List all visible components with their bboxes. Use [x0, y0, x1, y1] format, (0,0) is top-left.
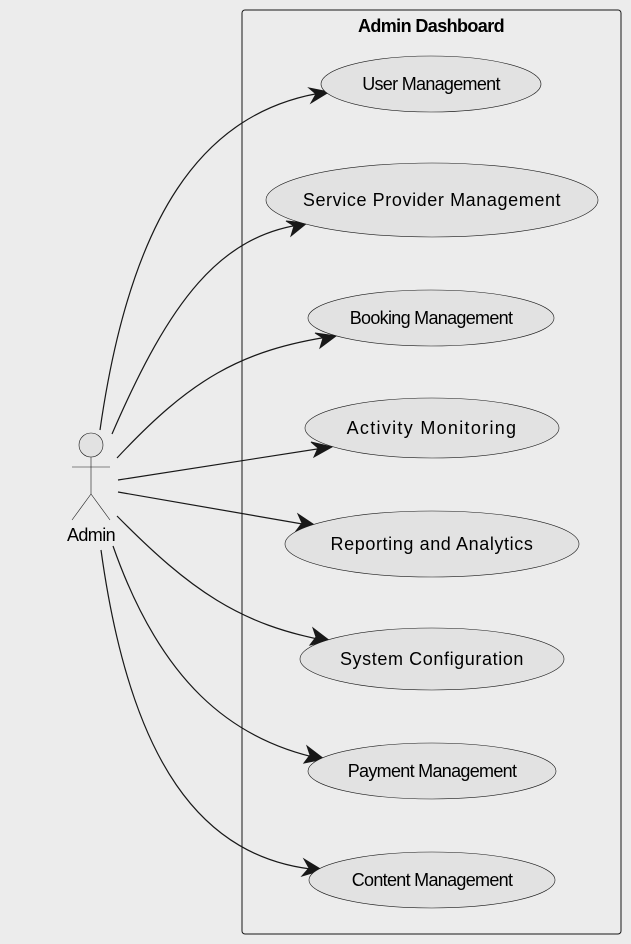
use-case-ellipse [307, 289, 555, 347]
boundary-title: Admin Dashboard [358, 16, 504, 36]
association-line [112, 545, 323, 760]
arrowhead [307, 87, 331, 105]
use-case-ellipse [265, 162, 599, 238]
association-line [99, 91, 328, 431]
use-case-ellipse [304, 397, 560, 459]
arrowhead [302, 744, 326, 764]
use-case-system-configuration[interactable]: System Configuration [299, 627, 565, 691]
actor-label: Admin [67, 525, 115, 545]
association-line [117, 446, 331, 481]
use-case-ellipse [308, 851, 556, 909]
use-case-service-provider-management[interactable]: Service Provider Management [265, 162, 599, 238]
actor-admin[interactable]: Admin [67, 432, 116, 545]
arrowhead [310, 441, 334, 459]
use-case-booking-management[interactable]: Booking Management [307, 289, 555, 347]
use-case-payment-management[interactable]: Payment Management [307, 742, 557, 800]
association-line [117, 491, 315, 527]
use-case-ellipse [299, 627, 565, 691]
use-case-reporting-and-analytics[interactable]: Reporting and Analytics [284, 510, 580, 578]
use-case-label: Service Provider Management [303, 190, 561, 210]
arrowhead [314, 332, 338, 350]
actor-right-leg [90, 493, 111, 521]
arrowhead [285, 220, 309, 238]
association-line [111, 223, 306, 435]
use-case-label: Payment Management [348, 761, 517, 781]
use-case-user-management[interactable]: User Management [320, 55, 542, 113]
system-boundary: Admin Dashboard [241, 9, 622, 935]
association-line [116, 335, 335, 459]
use-case-label: Reporting and Analytics [331, 534, 534, 554]
use-case-label: User Management [362, 74, 500, 94]
actor-left-leg [71, 493, 92, 521]
use-case-label: Activity Monitoring [347, 418, 518, 438]
boundary-box [241, 9, 622, 935]
associations [99, 91, 335, 871]
use-case-label: Booking Management [350, 308, 513, 328]
association-line [116, 515, 329, 642]
actor-head [78, 432, 104, 458]
use-case-label: System Configuration [340, 649, 524, 669]
use-case-ellipse [307, 742, 557, 800]
association-line [100, 549, 321, 871]
use-case-activity-monitoring[interactable]: Activity Monitoring [304, 397, 560, 459]
use-case-content-management[interactable]: Content Management [308, 851, 556, 909]
use-case-ellipse [284, 510, 580, 578]
use-case-ellipse [320, 55, 542, 113]
arrowhead [300, 857, 324, 877]
use-case-label: Content Management [352, 870, 513, 890]
